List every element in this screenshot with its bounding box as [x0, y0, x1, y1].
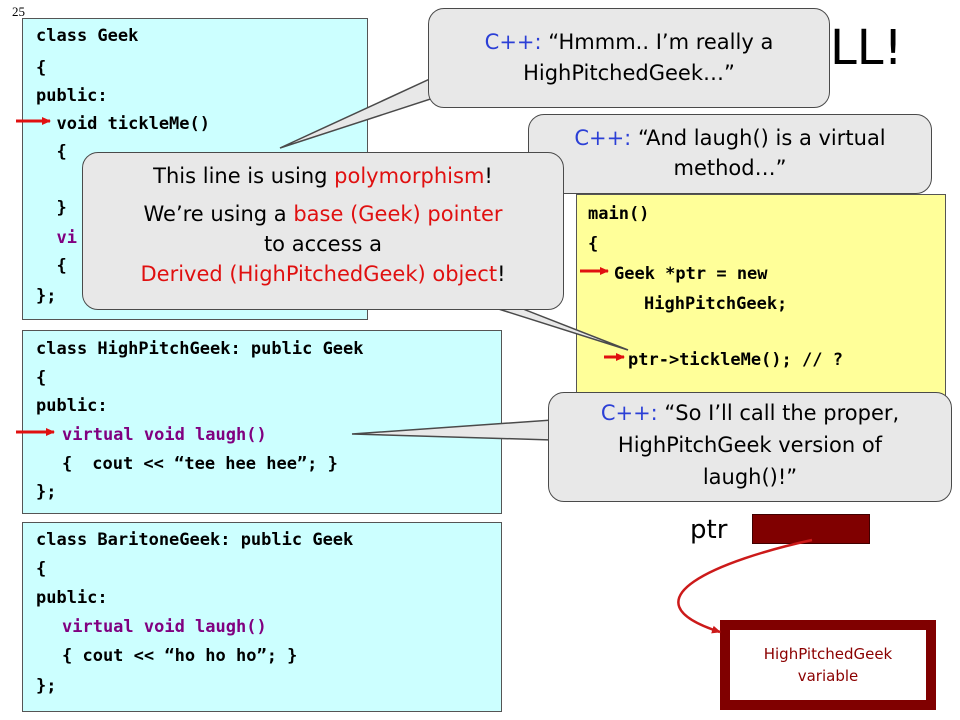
geek-line-7: }: [36, 198, 67, 218]
baritone-line-6: };: [36, 676, 57, 696]
main-line-2: {: [588, 234, 599, 254]
geek-line-9: {: [36, 256, 67, 276]
variable-line-2: variable: [797, 667, 859, 685]
baritone-line-1: class BaritoneGeek: public Geek: [36, 530, 354, 550]
callout-top-text2: HighPitchedGeek…”: [523, 61, 735, 85]
highpitch-line-6: };: [36, 482, 57, 502]
highpitch-line-5a: {: [62, 454, 73, 474]
baritone-class-box: [22, 522, 502, 712]
baritone-line-3: public:: [36, 588, 108, 608]
poly-a3: !: [484, 164, 493, 188]
highpitch-line-4: virtual void laugh(): [62, 425, 267, 445]
ptr-connector: [677, 538, 813, 634]
baritone-line-4: virtual void laugh(): [62, 617, 267, 637]
callout-top-text1: “Hmmm.. I’m really a: [541, 30, 774, 54]
callout-call-text1: “So I’ll call the proper,: [657, 401, 900, 425]
geek-line-8: vi: [36, 228, 77, 248]
poly-b2: base (Geek) pointer: [293, 202, 503, 226]
callout-call-prefix: C++:: [600, 401, 658, 425]
callout-top-tail: [279, 77, 454, 149]
geek-line-2: {: [36, 58, 47, 78]
geek-line-1: class Geek: [36, 26, 139, 46]
slide-title-fragment: LL!: [830, 20, 903, 76]
callout-virtual-prefix: C++:: [574, 126, 632, 150]
highpitch-line-5b: cout << “tee hee hee”; }: [82, 454, 338, 474]
baritone-line-5: { cout << “ho ho ho”; }: [62, 646, 298, 666]
main-line-1: main(): [588, 204, 650, 224]
poly-a1: This line is using: [153, 164, 335, 188]
main-line-4: HighPitchGeek;: [644, 294, 788, 314]
callout-call: C++: “So I’ll call the proper, HighPitch…: [548, 392, 952, 502]
main-line-5: ptr->tickleMe(); // ?: [628, 350, 843, 370]
poly-b1: We’re using a: [143, 202, 294, 226]
poly-d2: !: [497, 262, 506, 286]
callout-virtual-text2: method…”: [673, 156, 787, 180]
callout-top-prefix: C++:: [484, 30, 542, 54]
main-line-3: Geek *ptr = new: [614, 264, 768, 284]
slide-number: 25: [12, 4, 25, 19]
callout-virtual: C++: “And laugh() is a virtual method…”: [528, 114, 932, 194]
highpitch-line-3: public:: [36, 396, 108, 416]
baritone-line-2: {: [36, 559, 47, 579]
callout-call-text2: HighPitchGeek version of: [617, 433, 883, 457]
callout-call-tail: [351, 419, 553, 441]
geek-line-10: };: [36, 286, 57, 306]
callout-top: C++: “Hmmm.. I’m really a HighPitchedGee…: [428, 8, 830, 108]
variable-line-1: HighPitchedGeek: [763, 645, 893, 663]
poly-a2: polymorphism: [334, 164, 485, 188]
highpitch-line-2: {: [36, 368, 47, 388]
poly-c1: to access a: [263, 232, 383, 256]
geek-line-4: void tickleMe(): [36, 114, 210, 134]
main-function-box: [576, 194, 946, 404]
callout-virtual-text1: “And laugh() is a virtual: [631, 126, 886, 150]
geek-line-5: {: [36, 142, 67, 162]
callout-polymorphism: This line is using polymorphism! We’re u…: [82, 152, 564, 310]
poly-d1: Derived (HighPitchedGeek) object: [140, 262, 498, 286]
callout-call-text3: laugh()!”: [702, 465, 798, 489]
highpitched-geek-variable-box: HighPitchedGeek variable: [720, 620, 936, 710]
highpitch-line-1: class HighPitchGeek: public Geek: [36, 339, 364, 359]
highpitch-class-box: [22, 330, 502, 514]
geek-line-3: public:: [36, 86, 108, 106]
ptr-label: ptr: [690, 515, 728, 545]
